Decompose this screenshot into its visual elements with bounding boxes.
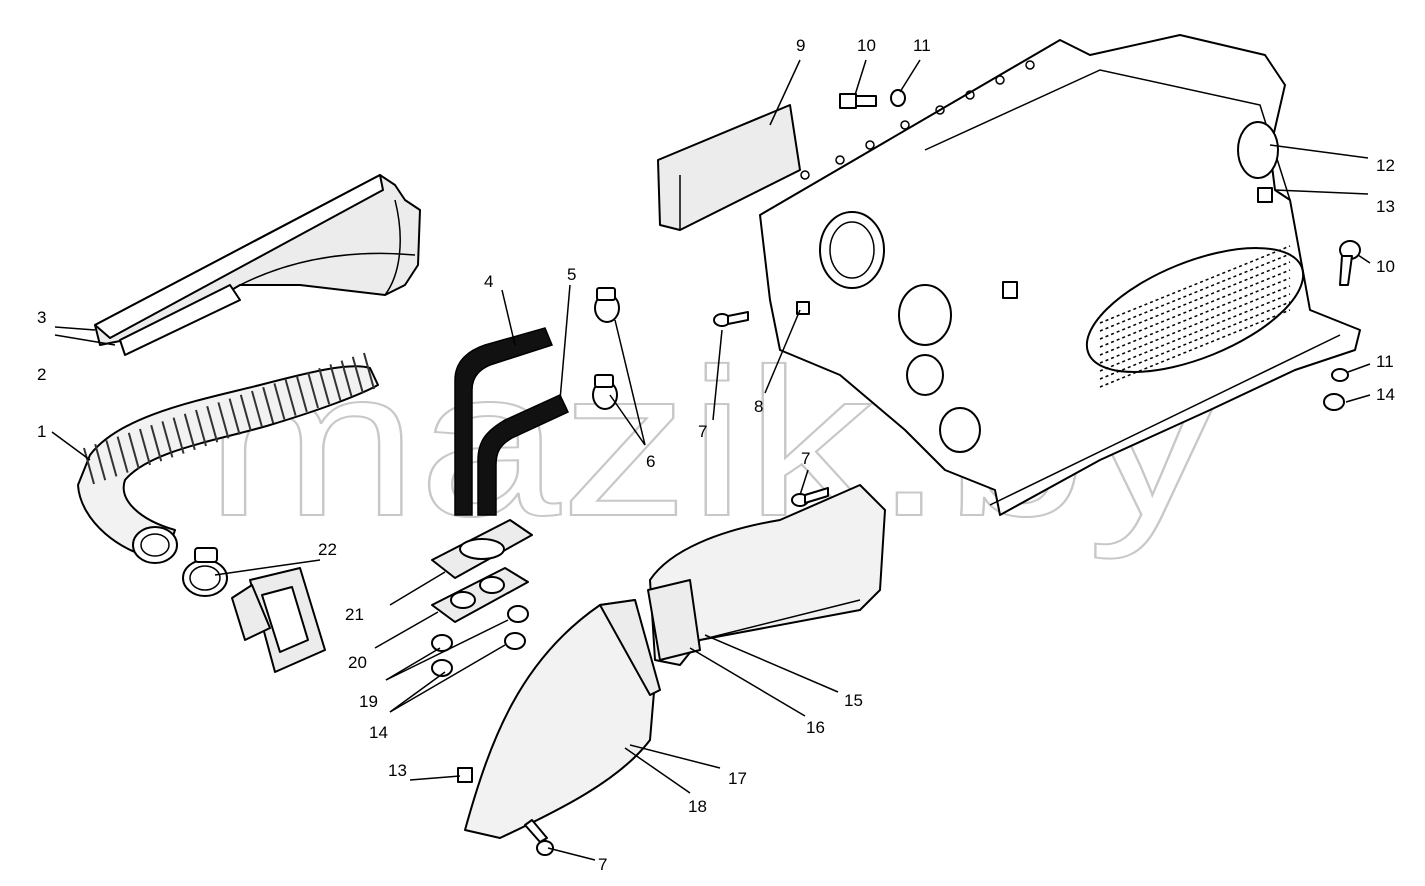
callout-5: 5 — [567, 265, 576, 284]
part-nuts-19-14 — [431, 605, 529, 677]
callout-10-right: 10 — [1376, 257, 1395, 276]
part-washer-11-top — [890, 89, 906, 107]
part-small-clamps-6 — [592, 287, 620, 410]
callout-6: 6 — [646, 452, 655, 471]
callout-12: 12 — [1376, 156, 1395, 175]
part-bolt-10-right — [1339, 240, 1361, 286]
callout-3: 3 — [37, 308, 46, 327]
part-nut-14-right — [1323, 393, 1345, 411]
callout-2: 2 — [37, 365, 46, 384]
part-gasket-20 — [431, 567, 529, 623]
part-screw-7-mid — [791, 487, 829, 507]
callout-14-left: 14 — [369, 723, 388, 742]
part-heater-housing — [759, 34, 1361, 516]
callout-15: 15 — [844, 691, 863, 710]
callout-14-right: 14 — [1376, 385, 1395, 404]
callout-22: 22 — [318, 540, 337, 559]
part-middle-air-duct — [647, 484, 886, 666]
part-clip-13-bottom — [457, 767, 473, 783]
part-washer-11-right — [1331, 368, 1349, 382]
part-duct-channel — [94, 174, 421, 356]
callout-13-right: 13 — [1376, 197, 1395, 216]
callout-1: 1 — [37, 422, 46, 441]
part-adapter-flange — [231, 567, 326, 673]
callout-21: 21 — [345, 605, 364, 624]
callout-4: 4 — [484, 272, 493, 291]
callout-19: 19 — [359, 692, 378, 711]
callout-7-top: 7 — [698, 422, 707, 441]
callout-8: 8 — [754, 397, 763, 416]
part-lower-air-duct — [464, 599, 661, 839]
callout-18: 18 — [688, 797, 707, 816]
callout-10-top: 10 — [857, 36, 876, 55]
part-bent-pipe-5 — [477, 394, 569, 516]
part-screw-7-top — [713, 311, 749, 327]
part-screw-7-bottom — [524, 819, 554, 856]
part-bracket-plate-9 — [657, 104, 801, 231]
callout-17: 17 — [728, 769, 747, 788]
part-bolt-10-top — [839, 93, 877, 109]
callout-9: 9 — [796, 36, 805, 55]
callout-7-bottom: 7 — [598, 855, 607, 874]
callout-16: 16 — [806, 718, 825, 737]
leader-lines — [51, 59, 1371, 861]
part-corrugated-hose — [77, 352, 379, 564]
callout-labels: 1 2 3 4 5 6 7 7 7 8 9 10 10 11 11 12 13 … — [37, 36, 1395, 874]
part-bent-pipe-4 — [454, 327, 554, 516]
part-hose-clamp-22 — [182, 547, 228, 597]
callout-7-mid: 7 — [801, 449, 810, 468]
callout-20: 20 — [348, 653, 367, 672]
part-gasket-21 — [431, 519, 533, 579]
callout-11-right: 11 — [1376, 352, 1394, 371]
callout-11-top: 11 — [913, 36, 931, 55]
callout-13-bottom: 13 — [388, 761, 407, 780]
